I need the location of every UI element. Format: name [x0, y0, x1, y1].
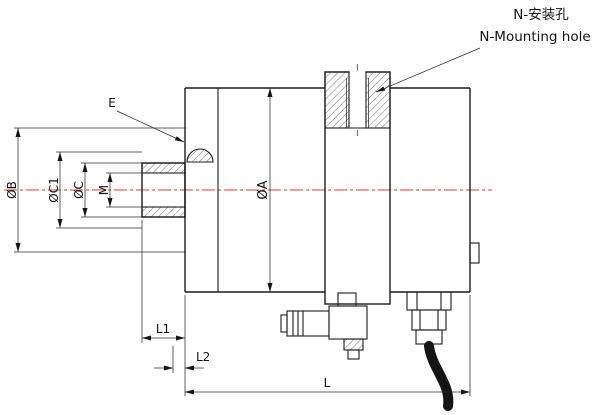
dim-label-l: L	[324, 376, 331, 390]
label-n-mounting-hole-cn: N-安装孔	[513, 7, 569, 23]
e-feature-dome	[186, 148, 214, 163]
shaft-section	[141, 162, 186, 218]
dim-label-dia-c1: ØC1	[47, 177, 61, 202]
dim-label-l2: L2	[196, 350, 210, 364]
leader-e: E	[108, 96, 185, 143]
leader-n-mounting-hole: N-安装孔 N-Mounting hole	[375, 7, 591, 93]
dim-label-dia-b: ØB	[5, 181, 19, 199]
dim-l2: L2	[154, 346, 210, 373]
dim-dia-c1: ØC1	[47, 151, 142, 229]
dim-l: L	[184, 295, 471, 396]
mounting-hole-section	[324, 70, 391, 129]
dim-dia-c: ØC	[72, 162, 142, 218]
dim-dia-a: ØA	[256, 88, 273, 292]
dim-label-dia-c: ØC	[72, 181, 86, 199]
label-n-mounting-hole-en: N-Mounting hole	[479, 29, 590, 45]
dim-dia-b: ØB	[5, 127, 186, 253]
label-e: E	[108, 96, 116, 110]
cable-gland	[406, 291, 454, 411]
dim-l1: L1	[141, 220, 185, 343]
dim-label-m: M	[97, 185, 111, 195]
dim-label-l1: L1	[156, 322, 170, 336]
dim-label-dia-a: ØA	[256, 180, 271, 199]
centerlines	[4, 64, 492, 191]
cable	[424, 341, 454, 411]
dim-m: M	[97, 172, 142, 208]
pneumatic-fitting	[280, 292, 368, 360]
right-face-connector	[469, 242, 480, 264]
